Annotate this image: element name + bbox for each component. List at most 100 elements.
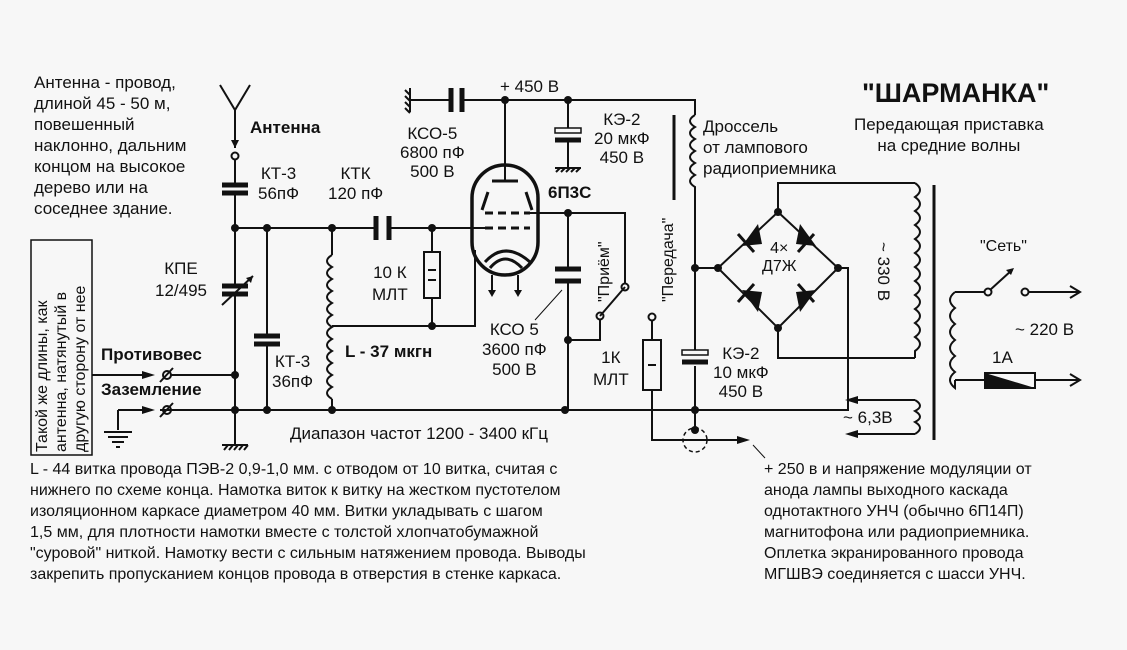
coil-note-line: нижнего по схеме конца. Намотка виток к … [30, 482, 561, 499]
ground-label: Заземление [101, 380, 202, 399]
choke-label: Дроссель от лампового радиоприемника [703, 116, 836, 179]
component-name: 1К [601, 348, 621, 367]
inductor-l-icon [326, 254, 334, 400]
counterpoise-note-box [30, 239, 93, 456]
antenna-label: Антенна [250, 118, 321, 137]
component-value: 6800 пФ [400, 143, 465, 162]
r1k-label: 1К МЛТ [593, 347, 629, 391]
component-name: КТК [340, 164, 371, 183]
kso5-3600-label: КСО 5 3600 пФ 500 В [482, 320, 547, 380]
ke2-20-label: КЭ-2 20 мкФ 450 В [594, 110, 650, 167]
component-voltage: 500 В [410, 162, 455, 181]
ktk-label: КТК 120 пФ [328, 164, 383, 204]
coil-note-line: изоляционном каркасе диаметром 40 мм. Ви… [30, 503, 543, 520]
plus450-label: + 450 В [500, 77, 560, 96]
coil-note-line: закрепить пропусканием концов провода в … [30, 566, 562, 583]
component-name: 10 К [373, 263, 407, 282]
component-voltage: 450 В [599, 148, 645, 167]
v220-label: ~ 220 В [1015, 320, 1075, 339]
component-name: КТ-3 [274, 352, 311, 371]
kt3-56-label: КТ-3 56пФ [258, 164, 299, 204]
component-name: КЭ-2 [722, 344, 760, 363]
counterpoise-note-line: Такой же длины, как [34, 300, 51, 452]
bridge-label: 4× Д7Ж [762, 240, 797, 276]
kt3-36-label: КТ-3 36пФ [272, 352, 313, 392]
component-name: КСО 5 [489, 320, 539, 339]
choke-line: Дроссель [703, 117, 779, 136]
component-voltage: 500 В [492, 360, 537, 379]
capacitor-kso5-6800-icon [448, 88, 465, 112]
tube-6p3s-icon [470, 100, 540, 297]
v330-label: ~ 330 В [874, 242, 893, 302]
earth-ground-icon [104, 431, 132, 448]
component-name: КТ-3 [260, 164, 297, 183]
kso5-6800-label: КСО-5 6800 пФ 500 В [400, 124, 465, 181]
choke-icon [689, 114, 697, 268]
subtitle-line: Передающая приставка [854, 115, 1044, 134]
bridge-diode-type: Д7Ж [762, 258, 797, 275]
transmit-label: "Передача" [660, 217, 677, 302]
inductor-label: L - 37 мкгн [345, 342, 433, 361]
component-name: КСО-5 [407, 124, 458, 143]
modulation-note-line: Оплетка экранированного провода [764, 545, 1024, 562]
antenna-note-line: дерево или на [34, 178, 148, 197]
component-value: 10 мкФ [713, 363, 769, 382]
component-name: КПЕ [164, 259, 198, 278]
modulation-note: + 250 в и напряжение модуляции от анода … [764, 459, 1032, 585]
counterpoise-note: Такой же длины, как антенна, натянутый в… [33, 286, 90, 452]
modulation-note-line: + 250 в и напряжение модуляции от [764, 461, 1032, 478]
coil-note-line: 1,5 мм, для плотности намотки вместе с т… [30, 524, 539, 541]
page-title: "ШАРМАНКА" [862, 78, 1050, 108]
capacitor-ktk-icon [373, 216, 392, 240]
transformer-secondary-icon [913, 182, 921, 358]
choke-line: от лампового [703, 138, 808, 157]
modulation-note-line: однотактного УНЧ (обычно 6П14П) [764, 503, 1024, 520]
subtitle: Передающая приставка на средние волны [854, 114, 1044, 156]
component-type: МЛТ [593, 370, 629, 389]
capacitor-kt3-36-icon [254, 333, 280, 347]
receive-label: "Приём" [596, 241, 613, 302]
ground-symbol-icon [222, 444, 249, 451]
modulation-note-line: анода лампы выходного каскада [764, 482, 1008, 499]
diode-bridge-icon [714, 208, 842, 332]
bridge-count: 4× [770, 240, 789, 257]
r10k-label: 10 К МЛТ [372, 262, 408, 306]
counterpoise-note-line: другую сторону от нее [72, 285, 89, 452]
component-value: 12/495 [155, 281, 207, 300]
coil-note-line: "суровой" ниткой. Намотку вести с сильны… [30, 545, 586, 562]
kpe-label: КПЕ 12/495 [155, 258, 207, 302]
fuse-label: 1А [992, 348, 1013, 367]
antenna-icon [219, 84, 251, 161]
component-type: МЛТ [372, 285, 408, 304]
counterpoise-label: Противовес [101, 345, 202, 364]
component-voltage: 450 В [718, 382, 764, 401]
coil-note: L - 44 витка провода ПЭВ-2 0,9-1,0 мм. с… [30, 459, 586, 585]
antenna-note-line: длиной 45 - 50 м, [34, 94, 171, 113]
resistor-1k-icon [642, 339, 662, 391]
receive-switch [568, 320, 601, 341]
antenna-note-line: наклонно, дальним [34, 136, 187, 155]
resistor-10k-icon [423, 251, 441, 299]
ke2-10-label: КЭ-2 10 мкФ 450 В [713, 344, 769, 401]
component-value: 56пФ [258, 184, 300, 203]
mains-label: "Сеть" [980, 238, 1027, 255]
counterpoise-note-line: антенна, натянутый в [53, 291, 70, 452]
modulation-note-line: магнитофона или радиоприемника. [764, 524, 1030, 541]
antenna-note-line: повешенный [34, 115, 135, 134]
antenna-note: Антенна - провод, длиной 45 - 50 м, пове… [34, 72, 186, 219]
mains-switch [989, 269, 1013, 291]
choke-line: радиоприемника [703, 159, 837, 178]
tube-label: 6П3С [548, 183, 592, 202]
component-value: 36пФ [272, 372, 314, 391]
component-name: КЭ-2 [603, 110, 641, 129]
component-value: 3600 пФ [482, 340, 547, 359]
modulation-note-line: МГШВЭ соединяется с шасси УНЧ. [764, 566, 1026, 583]
transformer-primary-icon [949, 291, 957, 391]
shielded-cable-icon [682, 427, 708, 453]
antenna-note-line: Антенна - провод, [34, 73, 176, 92]
antenna-note-line: концом на высокое [34, 157, 186, 176]
v63-label: ~ 6,3В [843, 408, 893, 427]
component-value: 20 мкФ [594, 129, 650, 148]
